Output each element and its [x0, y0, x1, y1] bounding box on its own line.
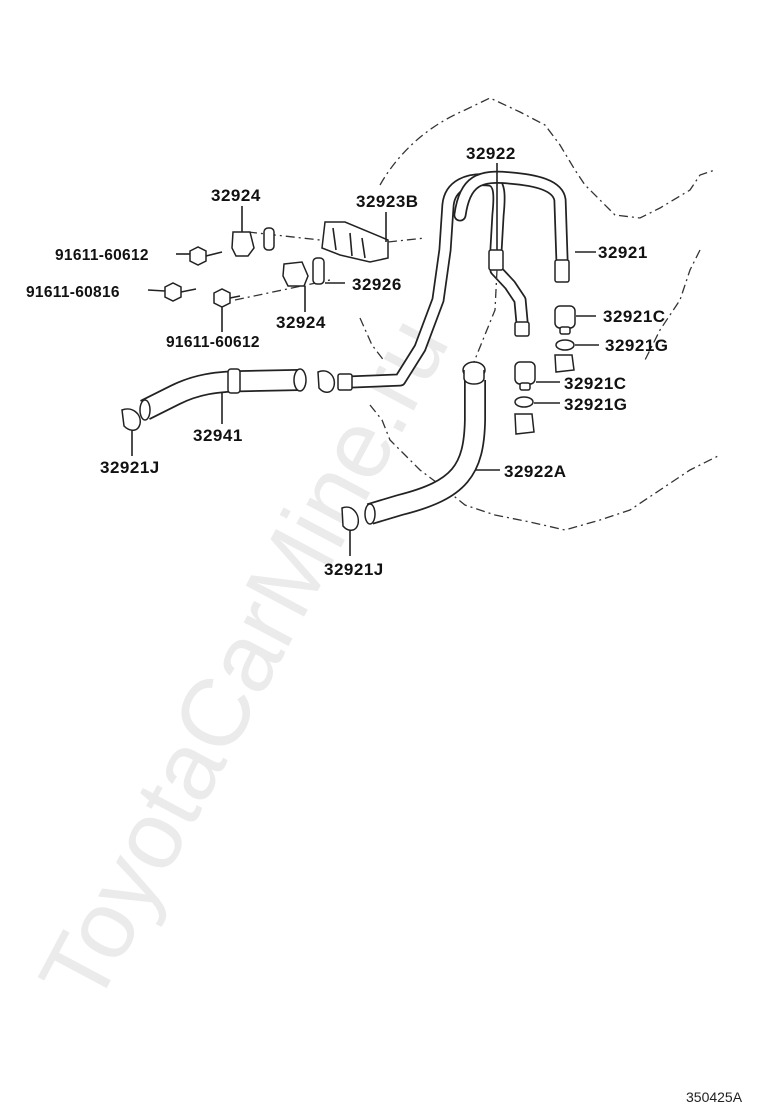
label-91611-60816: 91611-60816 — [26, 284, 120, 301]
gasket-32921g-lower — [514, 396, 534, 408]
pipe-32921 — [453, 170, 570, 283]
union-32921c-upper — [554, 305, 576, 335]
part-labels: 32922 32924 32923B 32921 91611-60612 329… — [26, 144, 669, 579]
label-32922a: 32922A — [504, 462, 567, 481]
watermark: ToyotaCarMine.ru — [19, 301, 469, 1020]
diagram-code: 350425A — [686, 1089, 743, 1105]
label-32926: 32926 — [352, 275, 402, 294]
label-32921j-left: 32921J — [100, 458, 160, 477]
gasket-32921g-upper — [555, 339, 575, 351]
label-32923b: 32923B — [356, 192, 419, 211]
clip-32921j-left — [121, 408, 141, 431]
label-32941: 32941 — [193, 426, 243, 445]
label-32924-top: 32924 — [211, 186, 261, 205]
hose-32922a — [364, 361, 486, 525]
connection-line — [473, 269, 498, 363]
label-91611-60612-mid: 91611-60612 — [166, 334, 260, 351]
union-32921c-lower — [514, 361, 536, 391]
engine-outline — [359, 97, 721, 531]
label-32921c-lower: 32921C — [564, 374, 627, 393]
label-32922: 32922 — [466, 144, 516, 163]
clamp-32924-top — [231, 227, 275, 257]
label-91611-60612-top: 91611-60612 — [55, 247, 149, 264]
label-32921g-lower: 32921G — [564, 395, 628, 414]
bolt-91611-60816 — [164, 282, 197, 302]
bolt-91611-60612-mid — [213, 288, 241, 308]
bolt-91611-60612-top — [189, 246, 223, 266]
label-32921j-bottom: 32921J — [324, 560, 384, 579]
clamp-32924-mid — [282, 261, 309, 287]
label-32921c-upper: 32921C — [603, 307, 666, 326]
clip-32921j-bottom — [341, 506, 360, 531]
label-32924-mid: 32924 — [276, 313, 326, 332]
clip-32921j-hose — [317, 370, 336, 393]
label-32921g-upper: 32921G — [605, 336, 669, 355]
fitting-upper — [554, 354, 575, 373]
collar-32926 — [312, 257, 325, 285]
hose-32941 — [139, 368, 307, 421]
label-32921: 32921 — [598, 243, 648, 262]
fitting-lower — [514, 413, 535, 435]
leader-lines — [131, 163, 599, 556]
